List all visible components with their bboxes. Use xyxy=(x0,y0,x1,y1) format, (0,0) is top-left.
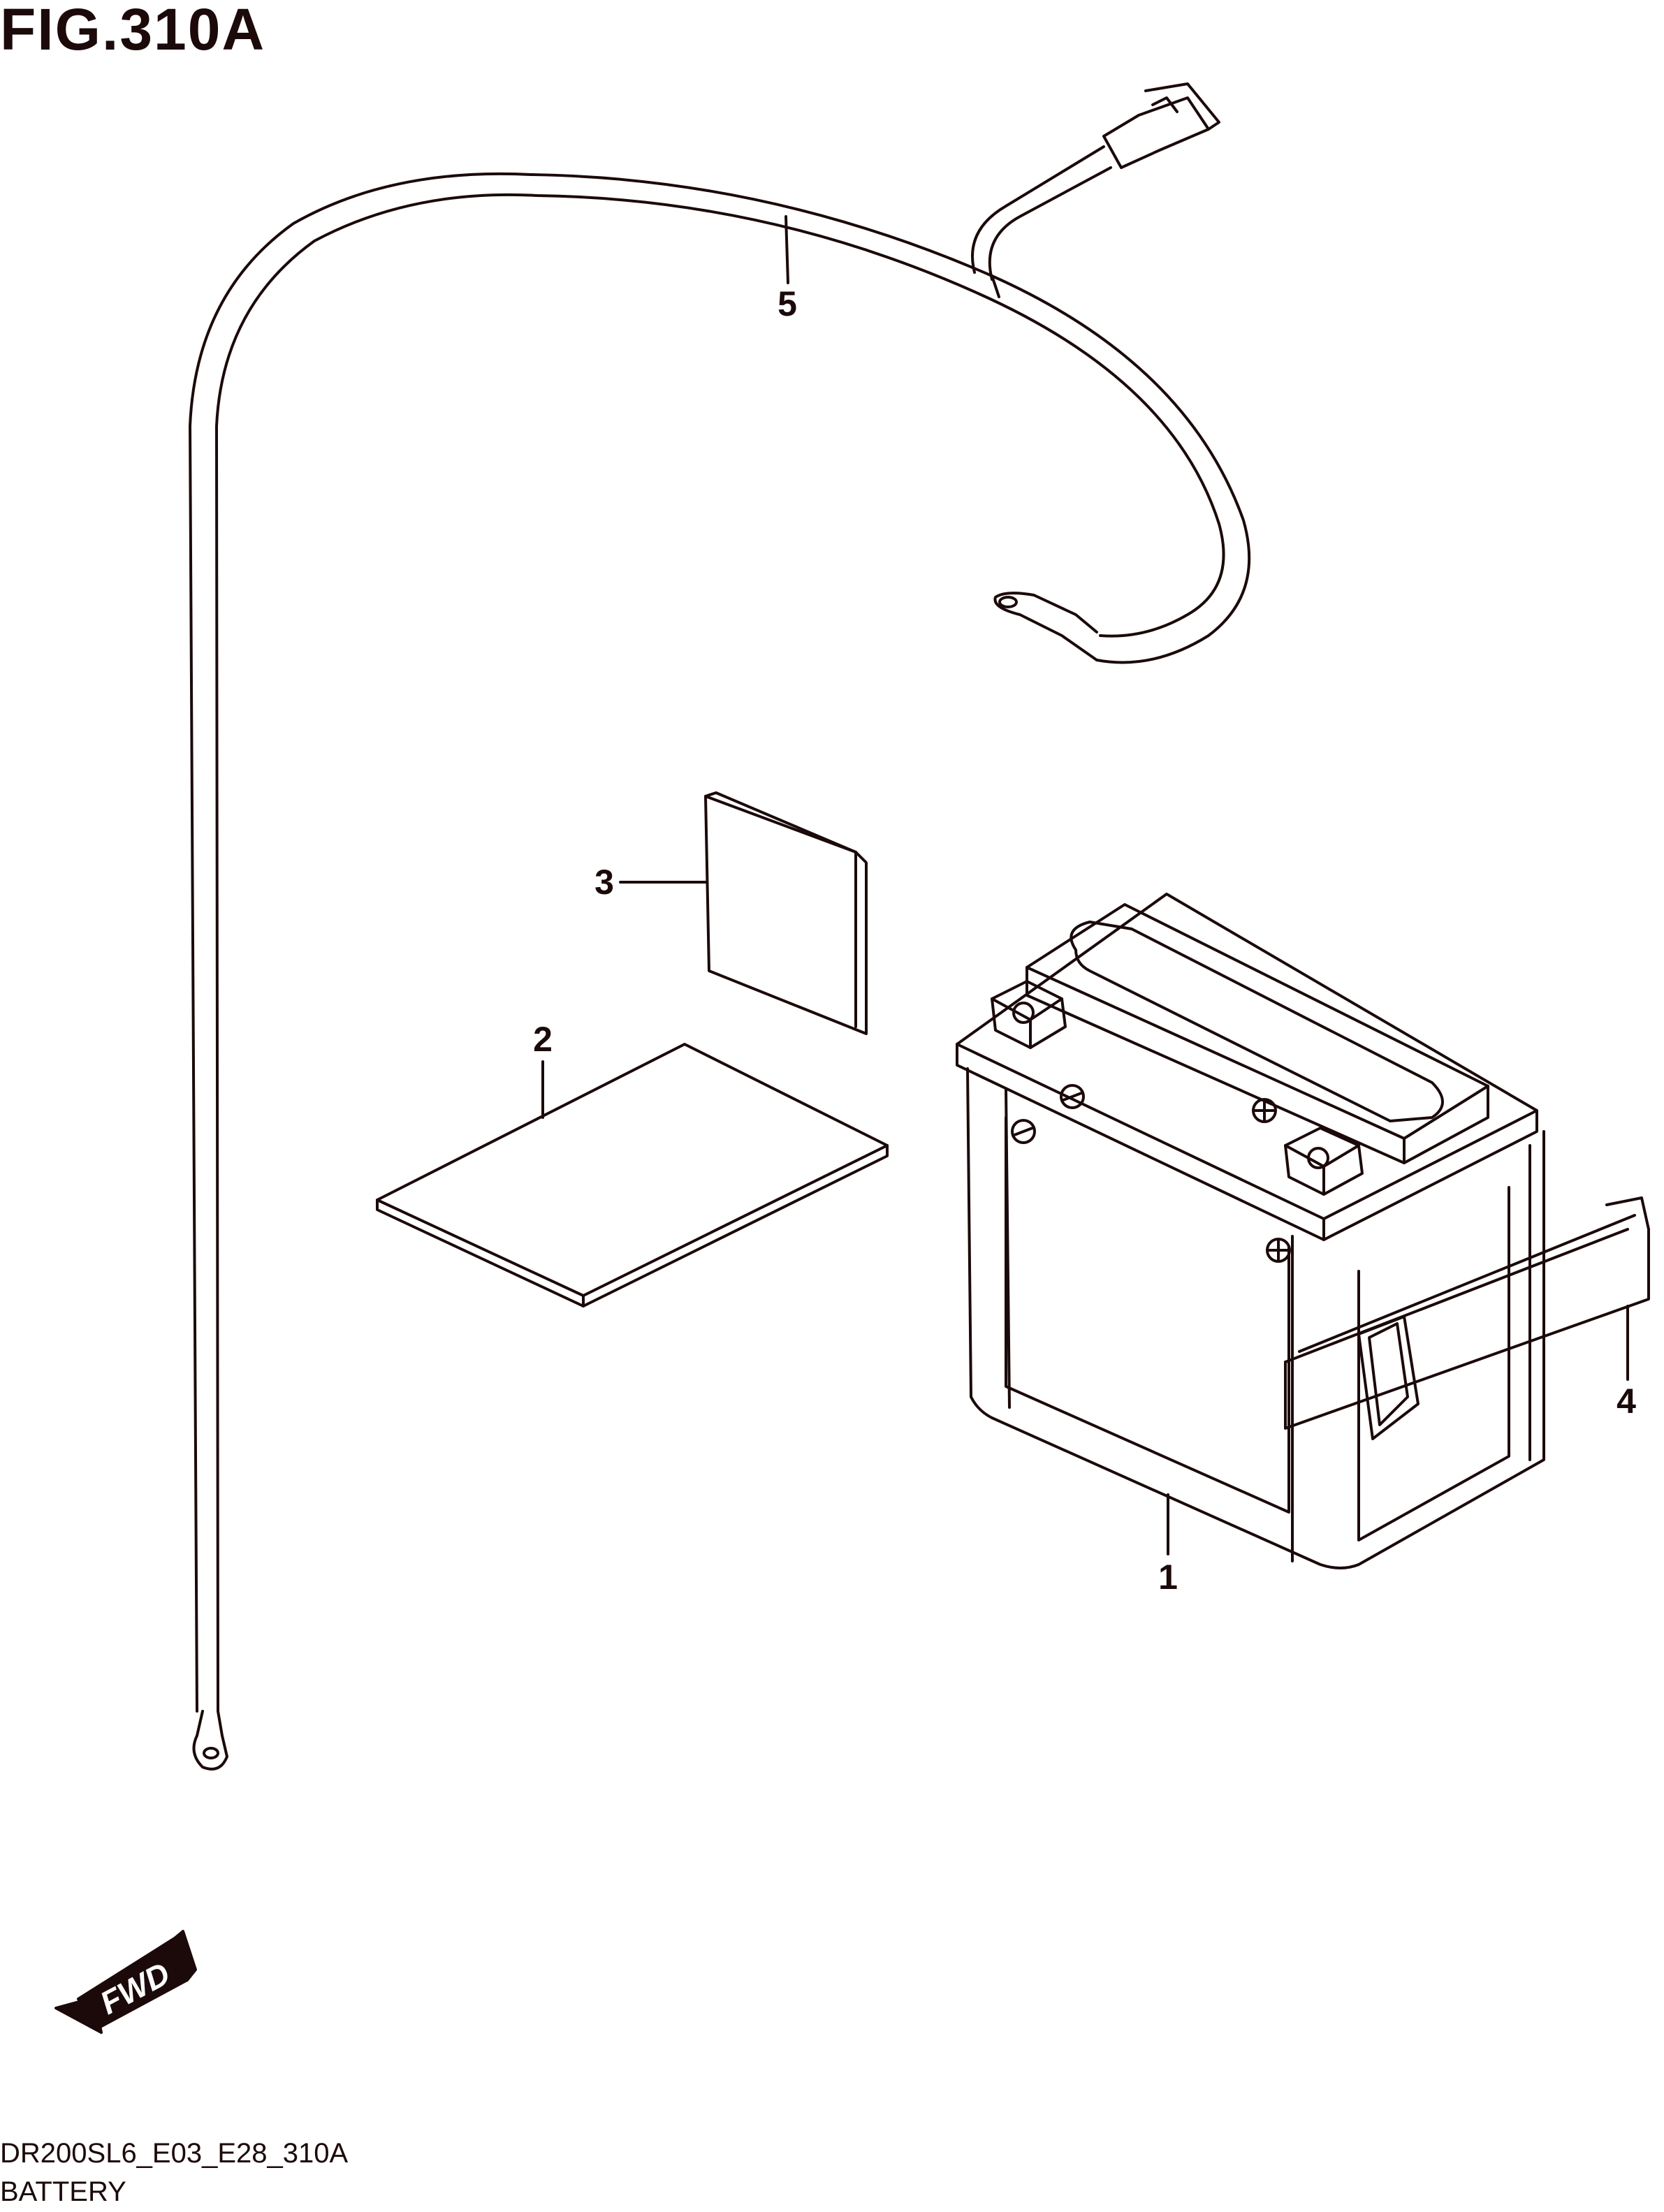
figure-title: FIG.310A xyxy=(0,0,266,62)
callout-5: 5 xyxy=(778,284,797,323)
callout-3: 3 xyxy=(594,863,614,902)
diagram-name: BATTERY xyxy=(0,2176,126,2207)
battery[interactable] xyxy=(956,893,1545,1569)
fwd-direction-icon: FWD xyxy=(54,1930,197,2034)
callout-2: 2 xyxy=(533,1020,553,1059)
diagram-code: DR200SL6_E03_E28_310A xyxy=(0,2138,349,2169)
battery-cable[interactable] xyxy=(189,82,1251,1771)
leader-lines xyxy=(541,215,1629,1555)
callout-1: 1 xyxy=(1158,1558,1178,1597)
battery-pad-upright[interactable] xyxy=(704,791,868,1035)
battery-band[interactable] xyxy=(1284,1196,1650,1440)
callout-4: 4 xyxy=(1616,1382,1636,1421)
battery-pad-flat[interactable] xyxy=(376,1043,889,1308)
